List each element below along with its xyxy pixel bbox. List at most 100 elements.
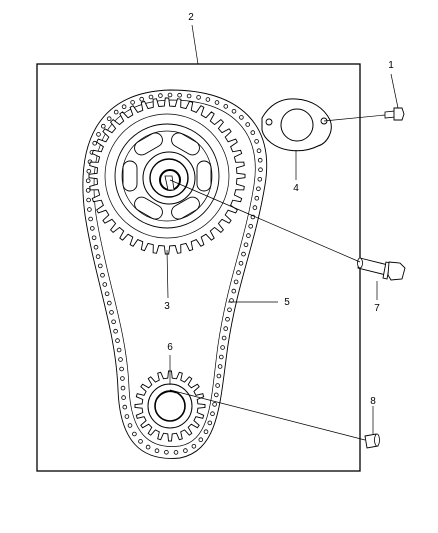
chain-roller — [250, 130, 256, 135]
chain-roller — [106, 116, 112, 121]
camshaft-keyway — [164, 175, 175, 191]
chain-roller — [236, 270, 241, 275]
chain-roller — [248, 224, 254, 229]
gasket-plate — [261, 98, 332, 152]
chain-roller — [127, 423, 133, 428]
callout-3: 3 — [164, 301, 170, 312]
chain-roller — [85, 178, 91, 184]
chain-roller — [90, 226, 95, 231]
chain-roller — [104, 291, 110, 297]
chain-roller — [198, 437, 204, 443]
chain-roller — [118, 357, 123, 362]
chain-roller — [238, 260, 244, 266]
chain-roller — [212, 402, 217, 407]
leader-line-1b — [323, 114, 386, 122]
chain-roller — [88, 216, 93, 222]
chain-roller — [130, 100, 135, 105]
chain-roller — [256, 148, 262, 154]
leader-line-8 — [169, 389, 366, 441]
key-pin-end — [374, 433, 380, 447]
chain-roller — [92, 140, 97, 146]
chain-roller — [120, 376, 125, 381]
chain-roller — [107, 300, 112, 306]
chain-roller — [86, 169, 92, 174]
sprocket-bolt-tip — [357, 257, 363, 269]
callout-5: 5 — [284, 297, 290, 308]
chain-roller — [102, 282, 108, 287]
sprocket-bolt — [357, 257, 406, 281]
chain-roller — [243, 242, 249, 248]
camshaft-slot — [171, 196, 200, 220]
chain-roller — [229, 298, 234, 303]
chain-roller — [91, 235, 97, 241]
callout-7: 7 — [374, 303, 380, 314]
camshaft-sprocket-slots — [122, 132, 212, 220]
chain-roller — [183, 448, 188, 453]
chain-roller — [177, 92, 182, 98]
chain-roller — [173, 450, 179, 455]
chain-roller — [139, 96, 145, 102]
bolt-small-shank — [384, 110, 396, 119]
callout-4: 4 — [293, 183, 299, 194]
gasket-plate-bolt-hole-left — [265, 118, 273, 126]
chain-roller — [87, 207, 92, 212]
chain-roller — [85, 188, 91, 193]
chain-roller — [220, 345, 225, 350]
chain-roller — [239, 115, 244, 120]
chain-roller — [98, 263, 103, 269]
gasket-plate-center-hole — [280, 108, 314, 142]
callout-2: 2 — [188, 12, 194, 23]
chain-roller — [203, 429, 209, 435]
chain-roller — [207, 420, 213, 426]
chain-roller — [231, 109, 237, 114]
chain-roller — [111, 319, 116, 325]
chain-roller — [241, 251, 246, 257]
chain-roller — [101, 123, 106, 129]
chain-roller — [214, 100, 220, 105]
chain-roller — [121, 104, 127, 109]
chain-roller — [186, 93, 192, 99]
chain-roller — [254, 195, 260, 201]
chain-roller — [257, 177, 263, 182]
chain-roller — [221, 335, 227, 341]
chain-roller — [246, 233, 251, 238]
camshaft-slot — [134, 132, 163, 156]
chain-roller — [109, 310, 114, 315]
chain-roller — [132, 431, 137, 437]
callout-8: 8 — [370, 396, 376, 407]
callout-1: 1 — [388, 60, 394, 71]
chain-roller — [148, 94, 154, 100]
chain-roller — [120, 385, 126, 391]
chain-roller — [119, 366, 124, 372]
camshaft-sprocket — [88, 97, 246, 255]
chain-rollers — [85, 92, 263, 455]
chain-roller — [121, 395, 126, 400]
camshaft-sprocket-hub-outer — [114, 123, 220, 229]
chain-roller — [223, 326, 229, 331]
camshaft-sprocket-hub-inner — [121, 130, 213, 222]
chain-roller — [96, 132, 101, 137]
leader-line-2 — [191, 24, 199, 65]
chain-roller — [158, 93, 163, 98]
bolt-small — [384, 107, 405, 121]
chain-roller — [93, 244, 99, 250]
chain-roller — [216, 373, 222, 379]
callout-6: 6 — [167, 342, 173, 353]
chain-roller — [258, 167, 263, 173]
chain-roller — [219, 354, 224, 360]
chain-roller — [145, 444, 151, 450]
camshaft-slot — [122, 160, 138, 192]
chain-roller — [252, 205, 258, 210]
chain-roller — [215, 383, 220, 388]
chain-roller — [254, 139, 259, 144]
leader-line-1 — [390, 73, 399, 109]
chain-roller — [210, 411, 215, 417]
chain-roller — [122, 404, 128, 410]
chain-roller — [196, 95, 201, 100]
chain-roller — [245, 122, 251, 127]
crankshaft-sprocket-shade — [157, 391, 177, 399]
chain-roller — [95, 254, 101, 259]
chain-roller — [205, 97, 211, 102]
chain-roller — [217, 364, 223, 369]
